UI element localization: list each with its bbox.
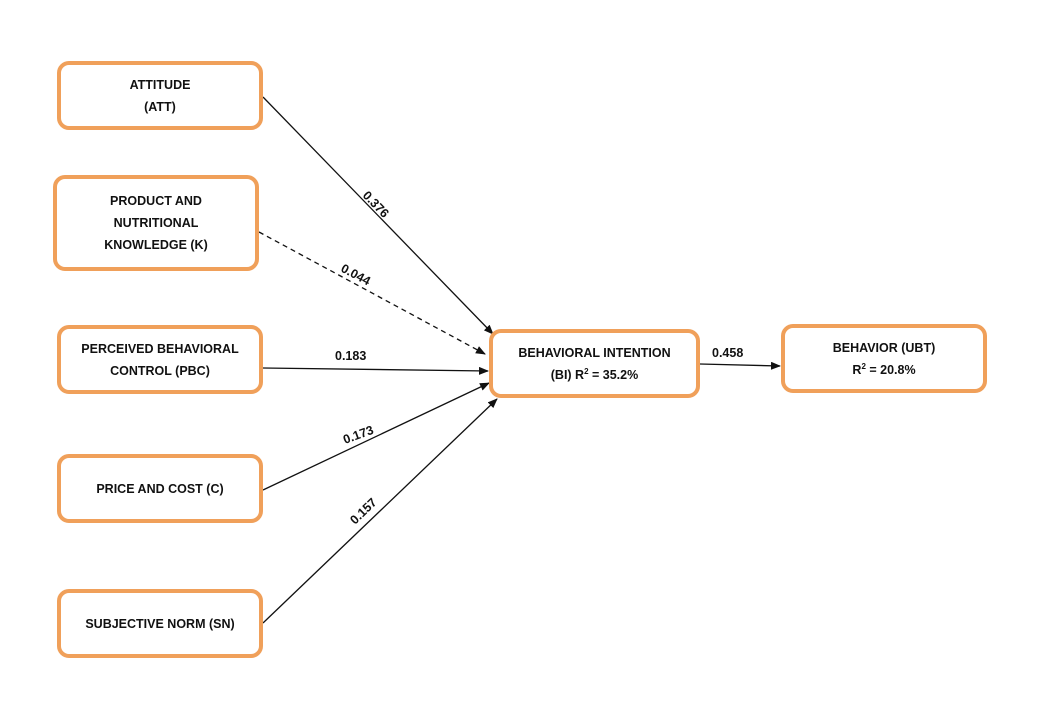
node-ubt-line-2: R2 = 20.8%	[852, 359, 915, 381]
node-bi-r-value: = 35.2%	[588, 367, 639, 382]
node-attitude-line-1: ATTITUDE	[129, 77, 191, 92]
node-attitude-line-2: (ATT)	[144, 99, 176, 114]
edge-label-pbc-to-bi: 0.183	[335, 349, 366, 363]
node-knowledge-line-3: KNOWLEDGE (K)	[104, 238, 208, 252]
node-ubt-r-superscript: 2	[861, 361, 866, 371]
node-pbc-line-2: CONTROL (PBC)	[110, 363, 210, 378]
edge-label-att-to-bi: 0.376	[360, 188, 392, 220]
edge-sn-to-bi	[262, 398, 498, 624]
node-knowledge-line-1: PRODUCT AND	[110, 194, 202, 208]
node-ubt-r-label: R	[852, 362, 862, 377]
node-bi-r-superscript: 2	[584, 366, 589, 376]
node-sn-line-1: SUBJECTIVE NORM (SN)	[85, 616, 235, 631]
edge-pbc-to-bi	[262, 366, 489, 375]
node-ubt-line-1: BEHAVIOR (UBT)	[832, 340, 936, 355]
node-knowledge: PRODUCT AND NUTRITIONAL KNOWLEDGE (K)	[53, 175, 259, 271]
node-bi-line-1: BEHAVIORAL INTENTION	[518, 345, 671, 360]
node-attitude: ATTITUDE (ATT)	[57, 61, 263, 130]
node-behavior: BEHAVIOR (UBT) R2 = 20.8%	[781, 324, 987, 393]
node-bi-r-label: (BI) R	[550, 367, 585, 382]
node-perceived-behavioral-control: PERCEIVED BEHAVIORAL CONTROL (PBC)	[57, 325, 263, 394]
edge-c-to-bi	[262, 382, 490, 491]
node-pbc-line-1: PERCEIVED BEHAVIORAL	[81, 341, 239, 356]
node-c-line-1: PRICE AND COST (C)	[96, 481, 224, 496]
edge-k-to-bi	[258, 231, 486, 355]
edge-bi-to-ubt	[699, 361, 781, 370]
node-knowledge-line-2: NUTRITIONAL	[113, 216, 199, 230]
node-subjective-norm: SUBJECTIVE NORM (SN)	[57, 589, 263, 658]
node-price-and-cost: PRICE AND COST (C)	[57, 454, 263, 523]
node-ubt-r-value: = 20.8%	[865, 362, 916, 377]
edge-att-to-bi	[262, 96, 494, 335]
edge-label-bi-to-ubt: 0.458	[712, 346, 743, 360]
node-behavioral-intention: BEHAVIORAL INTENTION (BI) R2 = 35.2%	[489, 329, 700, 398]
edge-label-c-to-bi: 0.173	[341, 423, 375, 447]
edge-label-sn-to-bi: 0.157	[347, 495, 379, 527]
node-bi-line-2: (BI) R2 = 35.2%	[551, 364, 638, 386]
